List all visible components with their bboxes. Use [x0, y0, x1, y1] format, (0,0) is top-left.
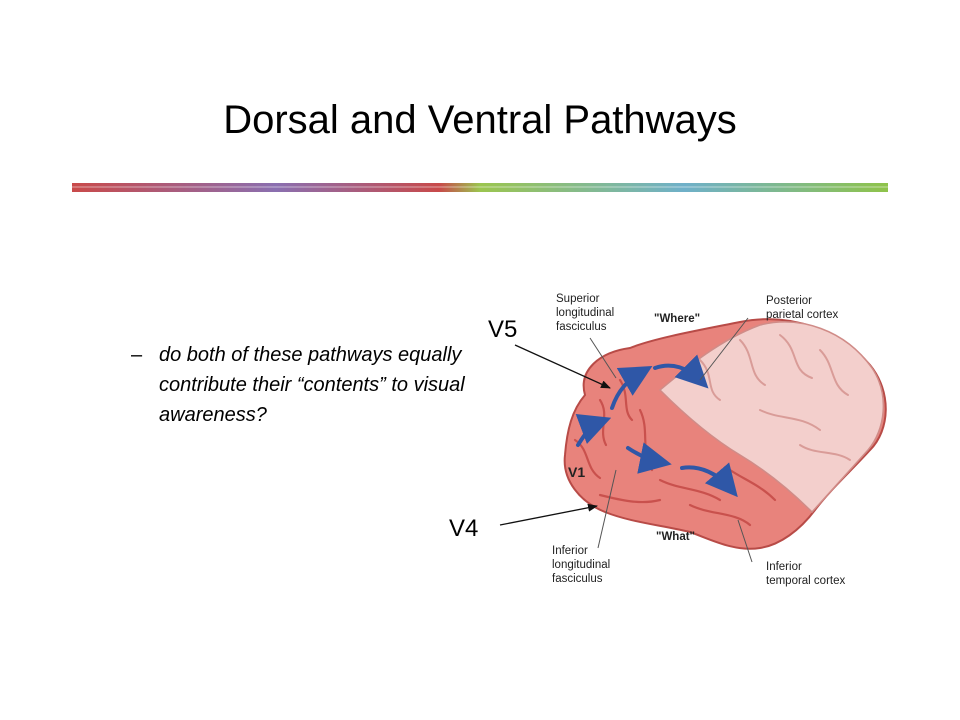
dorsal-arrow-2 — [610, 366, 653, 410]
pathway-arrows — [575, 354, 738, 498]
parietal-sulci — [699, 334, 851, 461]
bullet-marker: – — [131, 344, 143, 366]
bullet-point: – do both of these pathways equally cont… — [131, 340, 481, 430]
title-divider — [72, 183, 888, 192]
v5-arrow — [514, 344, 611, 389]
pointer-lines — [589, 317, 753, 563]
ventral-arrow-2 — [680, 462, 738, 498]
slide-title: Dorsal and Ventral Pathways — [223, 98, 737, 142]
v4-arrow — [499, 503, 598, 526]
dorsal-arrow-3 — [653, 354, 709, 389]
posterior-parietal-label: Posterior parietal cortex — [766, 295, 838, 321]
bullet-text: do both of these pathways equally contri… — [159, 344, 465, 426]
dorsal-arrow-1 — [575, 414, 612, 447]
superior-fasciculus-label: Superior longitudinal fasciculus — [556, 293, 617, 333]
where-label: "Where" — [654, 313, 700, 325]
v1-label: V1 — [568, 464, 585, 480]
inferior-fasciculus-label: Inferior longitudinal fasciculus — [552, 545, 613, 585]
ventral-arrow-1 — [626, 442, 672, 474]
inferior-temporal-label: Inferior temporal cortex — [766, 561, 846, 587]
parietal-region — [658, 321, 885, 514]
v5-label: V5 — [488, 316, 518, 343]
v4-label: V4 — [449, 515, 479, 542]
what-label: "What" — [656, 531, 695, 543]
